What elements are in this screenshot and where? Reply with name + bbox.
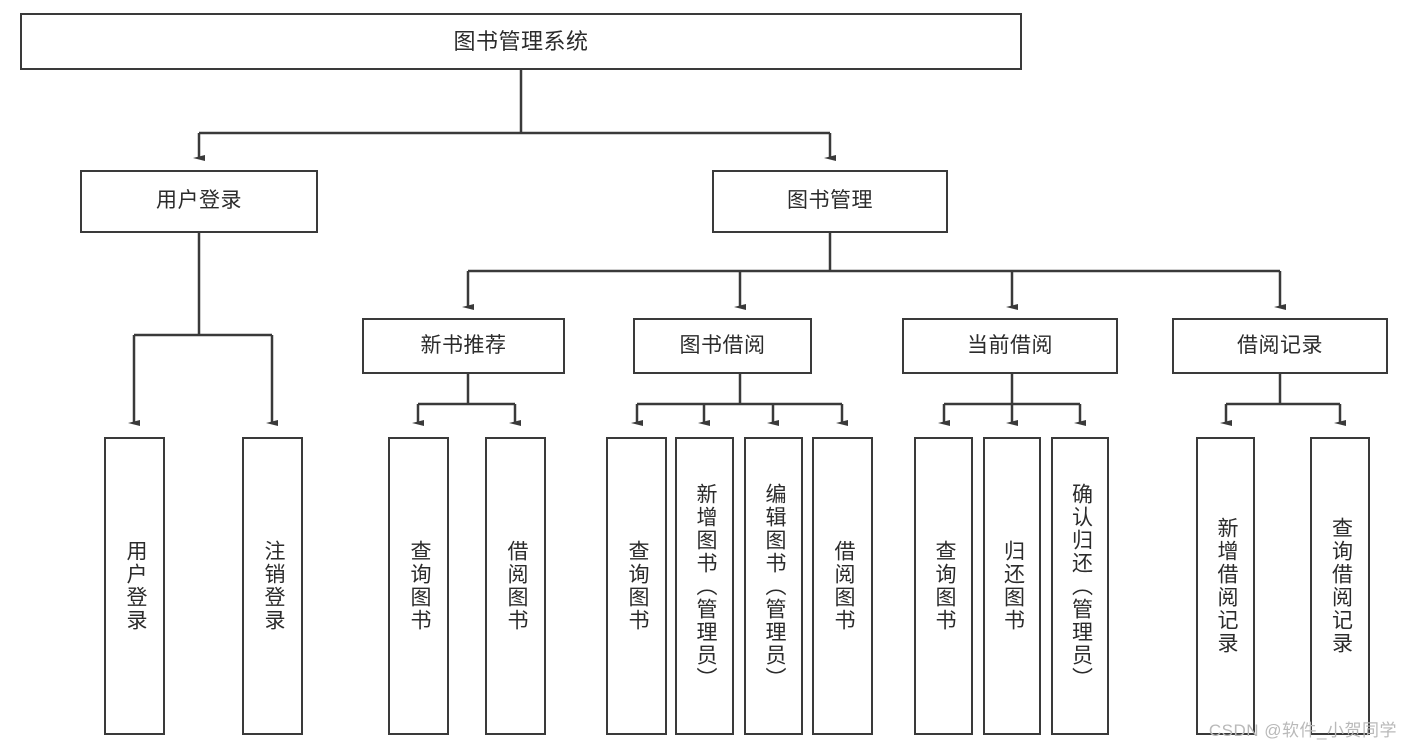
node-label: 归还图书 [1001, 540, 1025, 632]
node-label: 新增借阅记录 [1214, 517, 1238, 655]
node-label: 当前借阅 [967, 333, 1053, 357]
leaf-query-books-current[interactable]: 查询图书 [914, 437, 973, 735]
leaf-borrow-books-recommendation[interactable]: 借阅图书 [485, 437, 546, 735]
node-label: 确认归还（管理员） [1069, 482, 1093, 690]
node-label: 用户登录 [156, 189, 242, 213]
node-label: 用户登录 [123, 540, 147, 632]
node-label: 新增图书（管理员） [693, 482, 717, 690]
node-label: 图书管理系统 [453, 28, 589, 54]
node-label: 借阅图书 [831, 540, 855, 632]
node-label: 图书借阅 [679, 333, 766, 357]
node-label: 查询图书 [407, 540, 431, 632]
node-label: 图书管理 [787, 189, 873, 213]
node-label: 新书推荐 [420, 333, 507, 357]
node-user-login-module[interactable]: 用户登录 [80, 170, 318, 233]
leaf-user-login[interactable]: 用户登录 [104, 437, 165, 735]
leaf-edit-book-admin[interactable]: 编辑图书（管理员） [744, 437, 803, 735]
node-label: 借阅图书 [504, 540, 528, 632]
node-label: 查询借阅记录 [1329, 517, 1353, 655]
node-label: 注销登录 [261, 540, 285, 632]
node-book-borrow[interactable]: 图书借阅 [633, 318, 812, 374]
node-label: 编辑图书（管理员） [762, 482, 786, 690]
node-label: 查询图书 [625, 540, 649, 632]
leaf-query-borrow-record[interactable]: 查询借阅记录 [1310, 437, 1370, 735]
leaf-query-books-borrow[interactable]: 查询图书 [606, 437, 667, 735]
leaf-add-borrow-record[interactable]: 新增借阅记录 [1196, 437, 1255, 735]
leaf-return-books[interactable]: 归还图书 [983, 437, 1041, 735]
node-root-system[interactable]: 图书管理系统 [20, 13, 1022, 70]
node-book-management-module[interactable]: 图书管理 [712, 170, 948, 233]
node-borrow-records[interactable]: 借阅记录 [1172, 318, 1388, 374]
watermark: CSDN @软件_小贺同学 [1208, 721, 1397, 740]
node-label: 查询图书 [932, 540, 956, 632]
node-new-book-recommendation[interactable]: 新书推荐 [362, 318, 565, 374]
leaf-confirm-return-admin[interactable]: 确认归还（管理员） [1051, 437, 1109, 735]
leaf-query-books-recommendation[interactable]: 查询图书 [388, 437, 449, 735]
node-label: 借阅记录 [1237, 333, 1323, 357]
leaf-borrow-books[interactable]: 借阅图书 [812, 437, 873, 735]
leaf-add-book-admin[interactable]: 新增图书（管理员） [675, 437, 734, 735]
leaf-logout[interactable]: 注销登录 [242, 437, 303, 735]
node-current-borrow[interactable]: 当前借阅 [902, 318, 1118, 374]
